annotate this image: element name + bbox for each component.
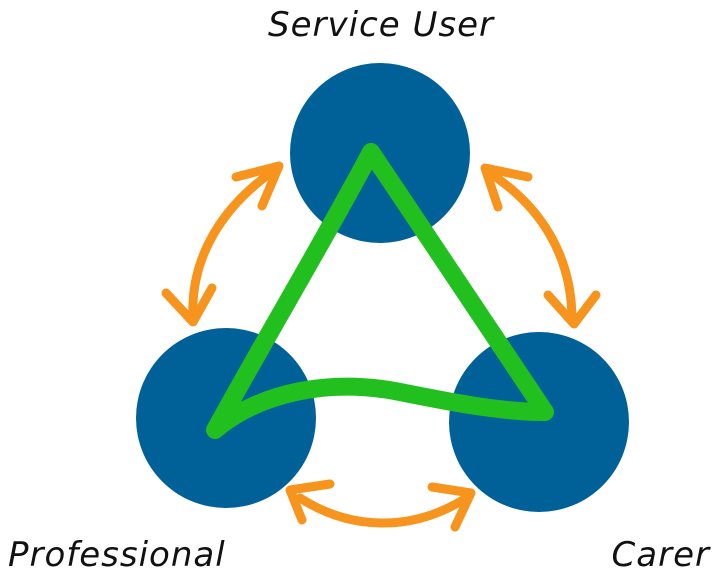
arrowhead-left-bottom: [161, 283, 217, 327]
arrowhead-left-top: [231, 161, 284, 211]
carer-node: [449, 332, 629, 512]
connection-triangle: [206, 143, 554, 439]
arrow-professional-carer: [285, 479, 476, 532]
label-carer: Carer: [612, 535, 711, 575]
arrow-service-user-carer: [480, 163, 601, 329]
arrowhead-bottom-left: [285, 479, 335, 525]
arrowhead-right-top: [480, 163, 533, 212]
label-service-user: Service User: [268, 5, 495, 45]
arrowhead-right-bottom: [543, 290, 601, 329]
arrow-service-user-professional: [161, 161, 284, 327]
label-professional: Professional: [8, 535, 226, 575]
arrowhead-bottom-right: [427, 482, 476, 532]
